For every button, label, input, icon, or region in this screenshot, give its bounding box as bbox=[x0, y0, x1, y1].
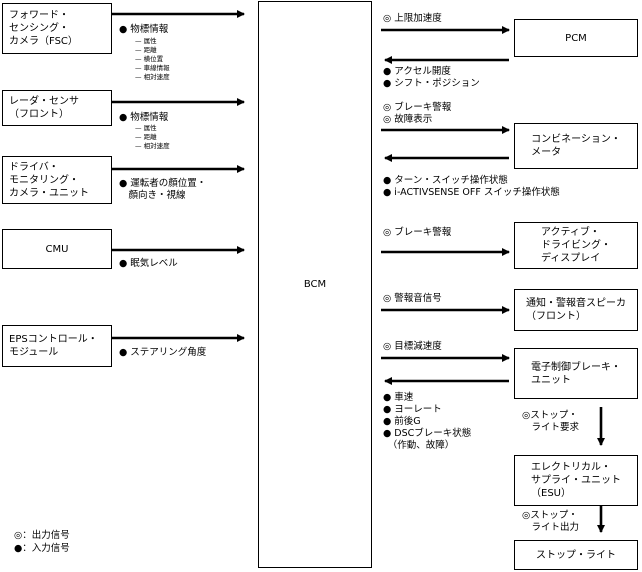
radar-sensor-box: レーダ・センサ （フロント） bbox=[2, 90, 112, 126]
bcm-box: BCM bbox=[258, 1, 372, 568]
electronic-brake-unit-box: 電子制御ブレーキ・ ユニット bbox=[514, 348, 638, 399]
driver-monitoring-camera-box: ドライバ・ モニタリング・ カメラ・ユニット bbox=[2, 156, 112, 204]
combination-meter-box: コンビネーション・ メータ bbox=[514, 123, 638, 169]
stop-light-box: ストップ・ライト bbox=[514, 540, 638, 570]
eps-module-box: EPSコントロール・ モジュール bbox=[2, 325, 112, 367]
pcm-input-labels: ● アクセル開度 ● シフト・ポジション bbox=[383, 66, 480, 89]
cmu-label: CMU bbox=[45, 243, 69, 255]
fsc-sub-relative-speed: — 相対速度 bbox=[135, 73, 170, 81]
warning-speaker-box: 通知・警報音スピーカ （フロント） bbox=[514, 289, 638, 331]
esu-label: エレクトリカル・ サプライ・ユニット （ESU） bbox=[531, 462, 621, 499]
radar-sensor-label: レーダ・センサ （フロント） bbox=[9, 96, 79, 120]
esu-box: エレクトリカル・ サプライ・ユニット （ESU） bbox=[514, 455, 638, 506]
target-decel-label: ◎ 目標減速度 bbox=[383, 341, 442, 352]
combi-output-labels: ◎ ブレーキ警報 ◎ 故障表示 bbox=[383, 102, 452, 125]
radar-target-info-label: ● 物標情報 bbox=[119, 112, 169, 123]
electronic-brake-unit-label: 電子制御ブレーキ・ ユニット bbox=[531, 361, 621, 386]
legend-output: ◎：出力信号 bbox=[14, 530, 70, 541]
steering-angle-label: ● ステアリング角度 bbox=[119, 347, 207, 358]
stop-light-request-label: ◎ストップ・ ライト要求 bbox=[522, 410, 580, 433]
combi-input-labels: ● ターン・スイッチ操作状態 ● i-ACTIVSENSE OFF スイッチ操作… bbox=[383, 175, 560, 198]
pcm-label: PCM bbox=[565, 32, 587, 44]
radar-sub-relative-speed: — 相対速度 bbox=[135, 142, 170, 150]
bcm-label: BCM bbox=[303, 279, 327, 290]
fsc-sub-attribute: — 属性 bbox=[135, 37, 157, 45]
radar-sub-attribute: — 属性 bbox=[135, 124, 157, 132]
driver-monitoring-camera-label: ドライバ・ モニタリング・ カメラ・ユニット bbox=[9, 161, 89, 199]
active-driving-display-box: アクティブ・ ドライビング・ ディスプレイ bbox=[514, 222, 638, 269]
fsc-box: フォワード・ センシング・ カメラ（FSC） bbox=[2, 3, 112, 54]
fsc-sub-lateral-position: — 横位置 bbox=[135, 55, 164, 63]
stop-light-label: ストップ・ライト bbox=[536, 549, 616, 561]
pcm-box: PCM bbox=[514, 19, 638, 57]
fsc-label: フォワード・ センシング・ カメラ（FSC） bbox=[9, 10, 78, 47]
driver-face-info-label: ● 運転者の顔位置・ 顔向き・視線 bbox=[119, 178, 207, 201]
warning-speaker-label: 通知・警報音スピーカ （フロント） bbox=[526, 298, 626, 322]
upper-accel-limit-label: ◎ 上限加速度 bbox=[383, 13, 442, 24]
stop-light-output-label: ◎ストップ・ ライト出力 bbox=[522, 510, 580, 533]
fsc-sub-lane-info: — 車線情報 bbox=[135, 64, 170, 72]
brake-input-labels: ● 車速 ● ヨーレート ● 前後G ● DSCブレーキ状態 （作動、故障） bbox=[383, 392, 472, 451]
combination-meter-label: コンビネーション・ メータ bbox=[531, 134, 621, 158]
cmu-box: CMU bbox=[2, 229, 112, 269]
display-brake-warning-label: ◎ ブレーキ警報 bbox=[383, 227, 452, 238]
fsc-target-info-label: ● 物標情報 bbox=[119, 24, 169, 35]
eps-module-label: EPSコントロール・ モジュール bbox=[9, 334, 98, 358]
active-driving-display-label: アクティブ・ ドライビング・ ディスプレイ bbox=[541, 227, 611, 264]
warning-sound-signal-label: ◎ 警報音信号 bbox=[383, 293, 442, 304]
drowsiness-level-label: ● 眠気レベル bbox=[119, 258, 178, 269]
legend-input: ●：入力信号 bbox=[14, 543, 70, 554]
radar-sub-distance: — 距離 bbox=[135, 133, 157, 141]
fsc-sub-distance: — 距離 bbox=[135, 46, 157, 54]
